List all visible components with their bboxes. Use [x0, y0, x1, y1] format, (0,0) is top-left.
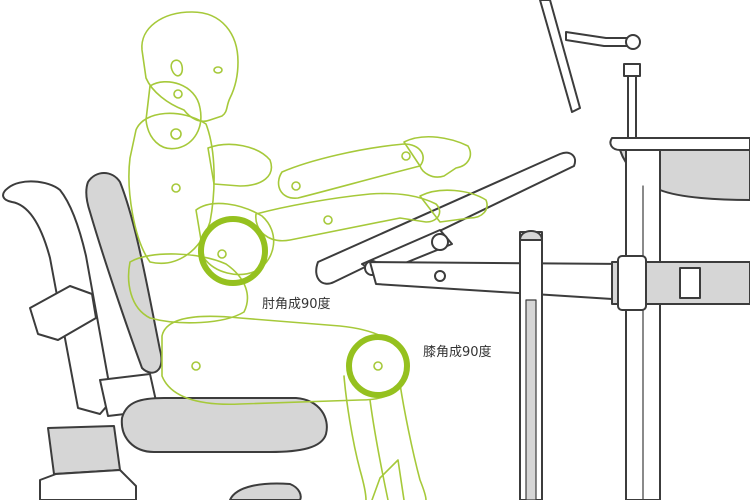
monitor-arm: [566, 32, 628, 46]
knee-angle-label: 膝角成90度: [423, 346, 492, 359]
knee-joint-dot: [374, 362, 382, 370]
monitor-arm-joint: [626, 35, 640, 49]
desk-fixed-top: [610, 138, 750, 150]
monitor-pole-clamp: [624, 64, 640, 76]
chair-lower-frame: [40, 470, 136, 500]
upper-arm-back: [208, 144, 271, 186]
desk: [316, 0, 750, 500]
chair: [3, 173, 327, 500]
eye: [214, 67, 222, 73]
chair-mechanism: [48, 426, 120, 474]
monitor-pole: [628, 70, 636, 138]
elbow-joint-dot: [218, 250, 226, 258]
forearm-back: [279, 144, 424, 198]
desk-hinge-1: [432, 234, 448, 250]
head: [142, 12, 238, 121]
chair-base: [230, 484, 301, 500]
monitor-screen: [540, 0, 580, 112]
desk-support-arm: [370, 262, 628, 300]
hand-back: [404, 137, 470, 177]
elbow-angle-label: 肘角成90度: [262, 298, 331, 311]
ear: [171, 60, 182, 76]
knee-highlight-ring: [349, 337, 407, 395]
desk-arm-knob: [435, 271, 445, 281]
chair-seat: [122, 398, 327, 452]
